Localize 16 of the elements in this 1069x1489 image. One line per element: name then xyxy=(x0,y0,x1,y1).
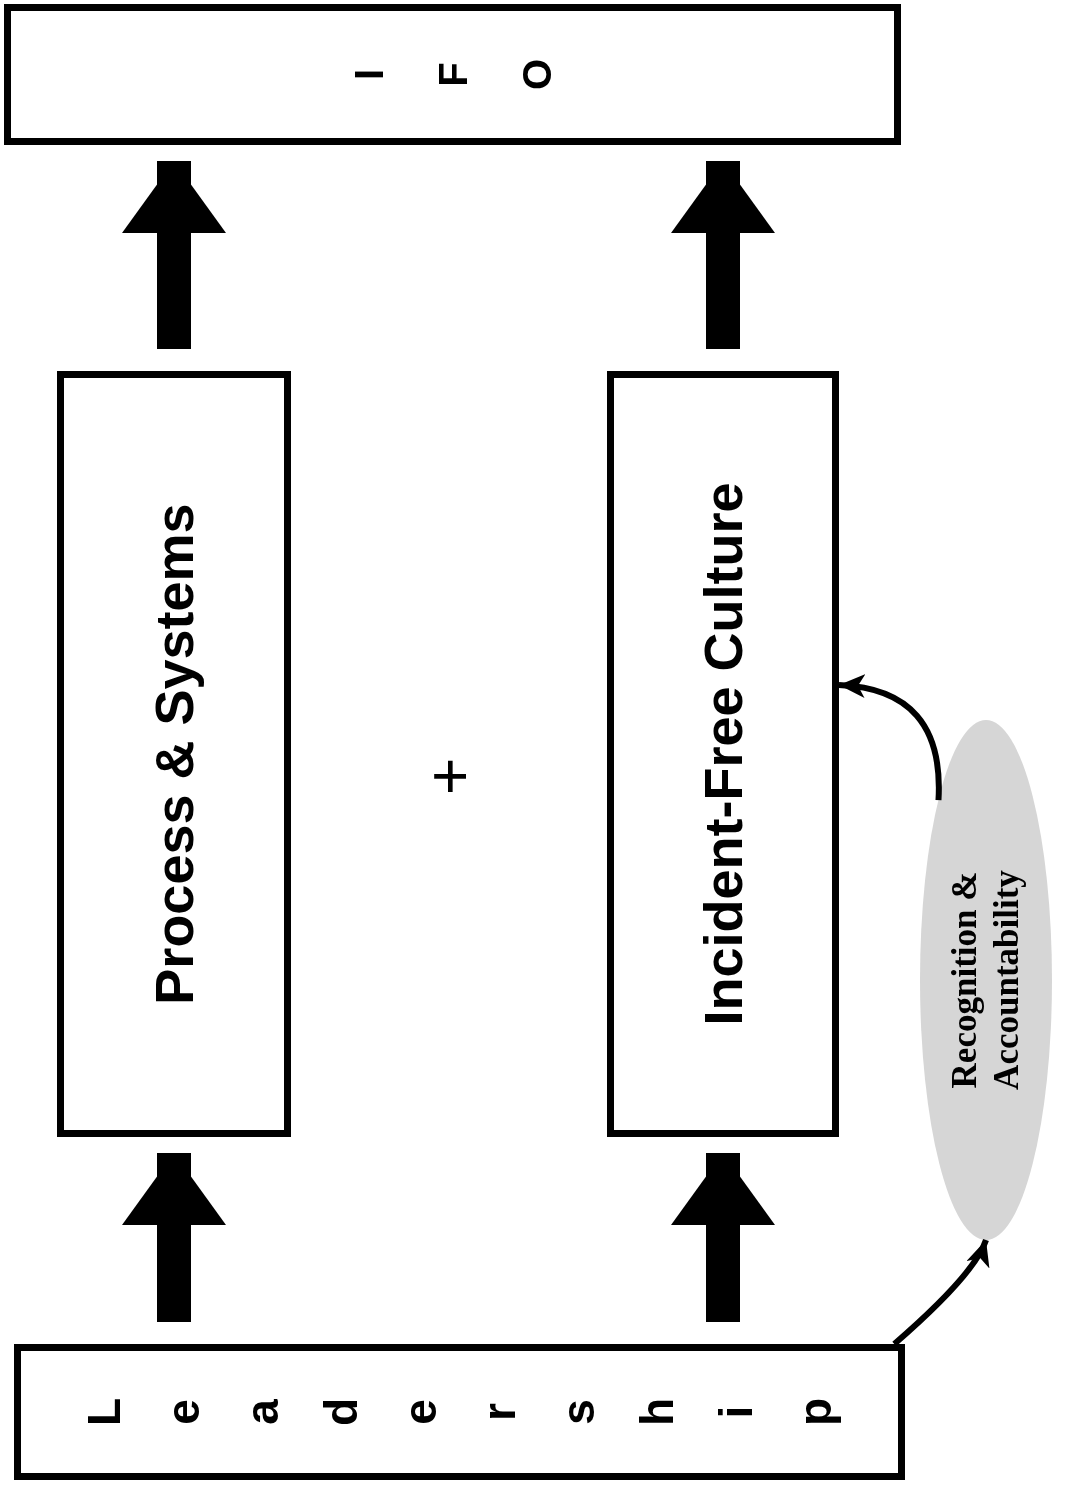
block-arrow xyxy=(671,161,775,349)
leadership-box xyxy=(14,1344,905,1480)
block-arrow xyxy=(122,1153,226,1322)
node-label: Leadership xyxy=(76,1396,842,1429)
process-box xyxy=(57,371,291,1137)
plus-sign: + xyxy=(418,757,482,795)
node-label: IFO xyxy=(345,58,560,91)
node-label: Process & Systems xyxy=(143,503,205,1005)
outcome-box xyxy=(4,4,901,145)
process-box xyxy=(607,371,839,1137)
block-arrow xyxy=(671,1153,775,1322)
curved-arrow xyxy=(892,1238,989,1347)
node-label: Recognition & Accountability xyxy=(944,869,1027,1092)
curved-arrow xyxy=(838,675,942,801)
node-label: Incident-Free Culture xyxy=(692,482,754,1026)
block-arrow xyxy=(122,161,226,349)
